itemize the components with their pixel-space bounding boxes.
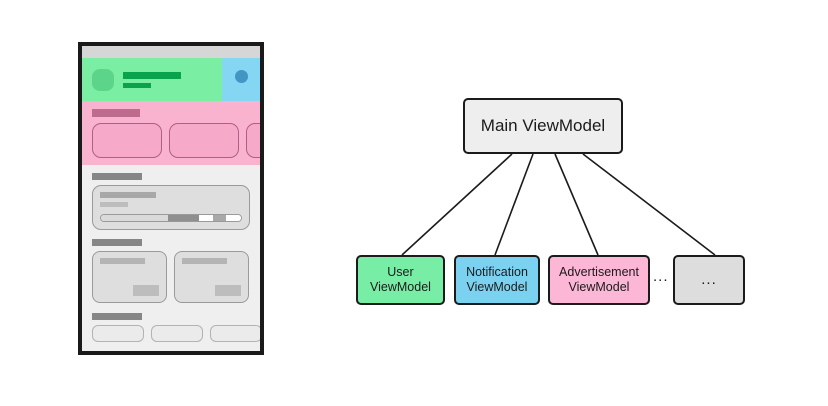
- edge-main-to-user: [401, 153, 513, 256]
- progress-segment-5: [225, 215, 241, 221]
- list-card-1-title-placeholder: [100, 258, 145, 264]
- node-notification-viewmodel-line1: Notification: [466, 265, 528, 279]
- advertisement-section: [82, 101, 260, 165]
- node-main-viewmodel[interactable]: Main ViewModel: [463, 98, 623, 154]
- header-text-placeholders: [123, 71, 181, 88]
- group-1-title-placeholder: [92, 173, 142, 180]
- node-advertisement-viewmodel-line1: Advertisement: [559, 265, 639, 279]
- notification-panel[interactable]: [222, 58, 260, 101]
- group-2-title-placeholder: [92, 239, 142, 246]
- notification-dot-icon: [234, 70, 248, 83]
- advertisement-card-row: [92, 123, 260, 158]
- list-card-2-title-placeholder: [182, 258, 227, 264]
- list-card-1-action-button[interactable]: [133, 285, 159, 296]
- edge-main-to-advertisement: [554, 153, 599, 256]
- pill-button-2[interactable]: [151, 325, 203, 342]
- ad-card-1[interactable]: [92, 123, 162, 158]
- progress-segment-4: [212, 215, 226, 221]
- status-bar: [82, 46, 260, 58]
- list-card-1[interactable]: [92, 251, 167, 303]
- progress-segment-1: [101, 215, 169, 221]
- list-card-2[interactable]: [174, 251, 249, 303]
- progress-segment-2: [168, 215, 199, 221]
- node-more-viewmodels[interactable]: ...: [673, 255, 745, 305]
- title-placeholder-bar: [123, 71, 181, 79]
- segmented-progress-bar: [100, 214, 242, 222]
- user-avatar-placeholder: [92, 68, 114, 91]
- viewmodel-hierarchy-diagram: Main ViewModel User ViewModel Notificati…: [340, 70, 790, 330]
- advertisement-title-placeholder: [92, 109, 140, 117]
- node-more-viewmodels-label: ...: [701, 271, 717, 288]
- node-main-viewmodel-label: Main ViewModel: [480, 115, 606, 135]
- subtitle-placeholder-bar: [123, 82, 151, 88]
- group-3-title-placeholder: [92, 313, 142, 320]
- diagram-edges: [401, 153, 716, 256]
- content-section: [82, 165, 260, 342]
- node-notification-viewmodel-label: Notification ViewModel: [466, 265, 528, 295]
- node-user-viewmodel[interactable]: User ViewModel: [356, 255, 445, 305]
- node-advertisement-viewmodel-label: Advertisement ViewModel: [559, 265, 639, 295]
- node-user-viewmodel-label: User ViewModel: [370, 265, 431, 295]
- node-advertisement-viewmodel[interactable]: Advertisement ViewModel: [548, 255, 650, 305]
- ad-card-2[interactable]: [169, 123, 239, 158]
- pill-button-1[interactable]: [92, 325, 144, 342]
- ellipsis-separator: ...: [653, 268, 669, 285]
- progress-segment-3: [198, 215, 213, 221]
- node-advertisement-viewmodel-line2: ViewModel: [568, 280, 630, 294]
- card-subtitle-placeholder: [100, 202, 128, 207]
- progress-card[interactable]: [92, 185, 250, 230]
- card-title-placeholder: [100, 192, 156, 198]
- pill-button-3[interactable]: [210, 325, 260, 342]
- ad-card-3[interactable]: [246, 123, 260, 158]
- list-card-row: [92, 251, 260, 303]
- edge-main-to-more: [582, 153, 716, 256]
- node-user-viewmodel-line1: User: [387, 265, 414, 279]
- node-notification-viewmodel-line2: ViewModel: [466, 280, 528, 294]
- app-screen-wireframe: [78, 42, 264, 355]
- list-card-2-action-button[interactable]: [215, 285, 241, 296]
- node-notification-viewmodel[interactable]: Notification ViewModel: [454, 255, 540, 305]
- green-header-section: [82, 58, 260, 101]
- node-user-viewmodel-line2: ViewModel: [370, 280, 431, 294]
- edge-main-to-notification: [494, 153, 534, 256]
- pill-button-row: [92, 325, 260, 342]
